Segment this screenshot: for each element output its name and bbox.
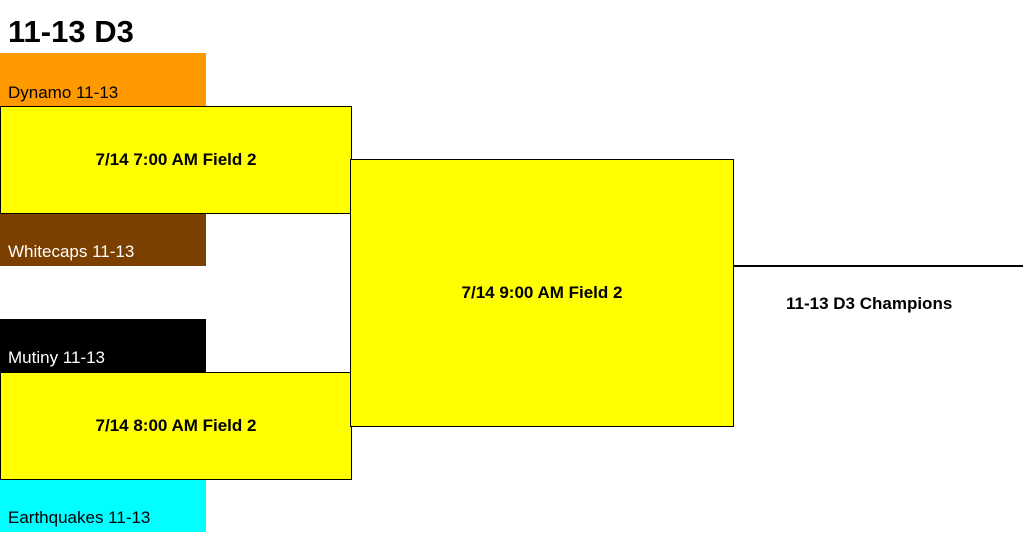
team-slot-earthquakes[interactable]: Earthquakes 11-13 <box>0 479 206 532</box>
team-name: Earthquakes 11-13 <box>8 508 151 527</box>
team-name: Whitecaps 11-13 <box>8 242 135 261</box>
champion-connector-line <box>733 265 1023 267</box>
team-name: Mutiny 11-13 <box>8 348 106 367</box>
team-slot-dynamo[interactable]: Dynamo 11-13 <box>0 53 206 107</box>
match-box-round1-top[interactable]: 7/14 7:00 AM Field 2 <box>0 106 352 214</box>
match-box-final[interactable]: 7/14 9:00 AM Field 2 <box>350 159 734 427</box>
team-slot-mutiny[interactable]: Mutiny 11-13 <box>0 319 206 372</box>
team-slot-whitecaps[interactable]: Whitecaps 11-13 <box>0 213 206 266</box>
match-label: 7/14 9:00 AM Field 2 <box>461 283 623 302</box>
match-label: 7/14 7:00 AM Field 2 <box>95 150 257 169</box>
champion-label: 11-13 D3 Champions <box>786 294 953 313</box>
bracket-title: 11-13 D3 <box>8 14 134 49</box>
match-box-round1-bottom[interactable]: 7/14 8:00 AM Field 2 <box>0 372 352 480</box>
match-label: 7/14 8:00 AM Field 2 <box>95 416 257 435</box>
team-name: Dynamo 11-13 <box>8 83 119 102</box>
